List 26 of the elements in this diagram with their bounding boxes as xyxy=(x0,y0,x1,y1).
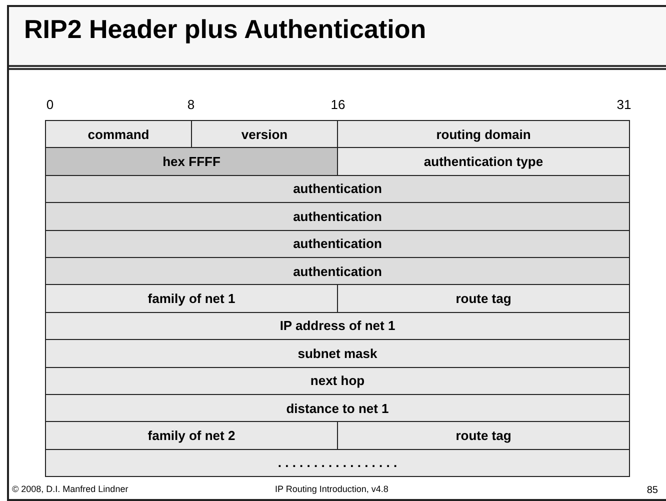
header-field: hex FFFF xyxy=(45,147,338,176)
header-field: authentication type xyxy=(337,147,630,176)
header-field: family of net 1 xyxy=(45,284,338,313)
header-field: authentication xyxy=(45,174,630,204)
bit-number: 31 xyxy=(616,97,632,112)
header-field: distance to net 1 xyxy=(45,394,630,422)
header-field: IP address of net 1 xyxy=(45,312,630,340)
header-field: route tag xyxy=(337,421,630,450)
slide-title: RIP2 Header plus Authentication xyxy=(24,14,426,45)
footer-title: IP Routing Introduction, v4.8 xyxy=(275,484,388,494)
header-field: . . . . . . . . . . . . . . . . . xyxy=(45,448,630,478)
header-field: version xyxy=(191,120,338,148)
bit-number: 8 xyxy=(187,97,195,112)
bit-number: 0 xyxy=(46,97,54,112)
header-field: authentication xyxy=(45,257,630,286)
footer-copyright: © 2008, D.I. Manfred Lindner xyxy=(12,484,128,494)
header-field: subnet mask xyxy=(45,339,630,368)
header-field: authentication xyxy=(45,202,630,231)
header-field: authentication xyxy=(45,230,630,258)
header-field: next hop xyxy=(45,366,630,395)
page-number: 85 xyxy=(646,485,658,496)
header-field: routing domain xyxy=(337,120,630,148)
bit-number: 16 xyxy=(330,97,346,112)
header-field: command xyxy=(45,120,192,148)
header-field: route tag xyxy=(337,284,630,313)
header-field: family of net 2 xyxy=(45,421,338,450)
